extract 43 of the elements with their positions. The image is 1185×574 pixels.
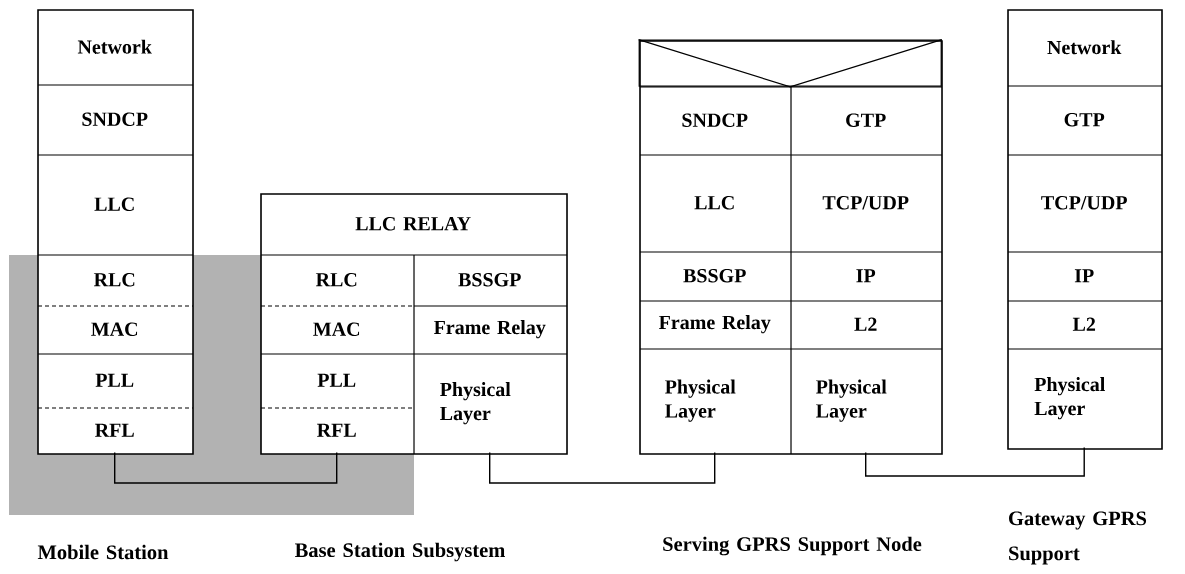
layer-label: SNDCP <box>82 112 148 126</box>
layer-label: MAC <box>91 322 138 336</box>
layer-label: Physical Layer <box>816 379 887 422</box>
layer-label: RLC <box>315 273 357 287</box>
layer-label: MAC <box>313 322 360 336</box>
layer-label: LLC <box>694 196 734 210</box>
layer-label: LLC RELAY <box>355 217 471 231</box>
layer-label: IP <box>1074 269 1094 283</box>
layer-label: Physical Layer <box>665 379 736 422</box>
protocol-stack <box>260 193 568 455</box>
layer-label: RFL <box>95 423 134 437</box>
layer-label: PLL <box>317 373 356 387</box>
protocol-stack <box>37 9 194 455</box>
empty-layer <box>638 39 943 88</box>
protocol-stack <box>1007 9 1163 450</box>
layer-label: RLC <box>93 273 135 287</box>
protocol-stack <box>639 40 943 455</box>
layer-label: Physical Layer <box>1034 377 1105 420</box>
caption: Base Station Subsystem <box>295 542 505 562</box>
layer-label: GTP <box>846 113 886 127</box>
layer-label: TCP/UDP <box>822 196 909 210</box>
layer-label: Network <box>1047 40 1122 55</box>
layer-label: Frame Relay <box>433 320 546 339</box>
layer-label: Network <box>77 39 152 54</box>
caption: Gateway GPRS Support <box>1009 511 1147 565</box>
connector-line <box>865 446 1085 477</box>
layer-label: RFL <box>317 423 356 437</box>
connector-line <box>489 451 716 484</box>
layer-label: PLL <box>95 373 134 387</box>
layer-label: LLC <box>94 197 134 211</box>
layer-label: L2 <box>854 317 877 331</box>
layer-label: L2 <box>1072 317 1095 331</box>
layer-label: BSSGP <box>458 273 521 287</box>
layer-label: BSSGP <box>683 269 746 283</box>
layer-label: TCP/UDP <box>1041 196 1127 210</box>
layer-label: SNDCP <box>682 113 748 127</box>
layer-label: GTP <box>1064 113 1105 127</box>
caption: Mobile Station <box>37 544 169 560</box>
caption: Serving GPRS Support Node <box>663 536 922 556</box>
layer-label: IP <box>856 269 876 283</box>
layer-label: Physical Layer <box>440 382 511 425</box>
connector-line <box>114 451 338 484</box>
layer-label: Frame Relay <box>658 315 771 334</box>
